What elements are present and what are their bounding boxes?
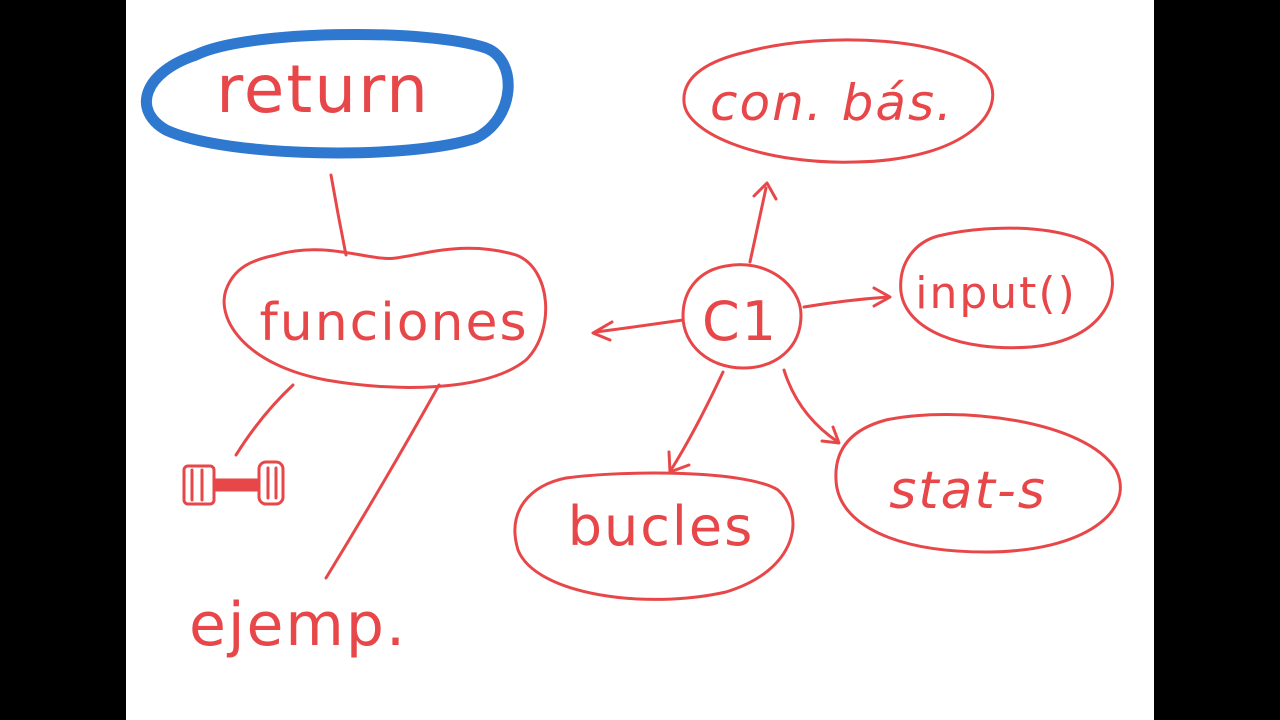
node-conbas-label: con. bás. [710, 74, 954, 132]
node-funciones-label: funciones [259, 293, 528, 353]
node-c1-label: C1 [702, 290, 778, 353]
edge-funciones-ejemp [324, 383, 441, 580]
node-input-label: input() [915, 268, 1077, 319]
node-conbas-outline [682, 38, 995, 164]
whiteboard-canvas: return con. bás. input() stat-s bucles C… [126, 0, 1154, 720]
node-c1-outline [681, 263, 803, 370]
node-ejemp-label: ejemp. [189, 590, 407, 660]
node-bucles-label: bucles [568, 495, 755, 558]
edge-c1-bucles [669, 370, 725, 472]
edge-c1-funciones [594, 318, 685, 334]
edge-funciones-dumbbell [234, 383, 295, 457]
node-input-outline [899, 226, 1114, 350]
node-stats-outline [834, 412, 1122, 554]
node-bucles-outline [513, 471, 795, 601]
arrowhead-conbas [752, 181, 778, 201]
edge-c1-stats [782, 368, 840, 444]
dumbbell-icon [182, 460, 285, 506]
edge-c1-input [802, 295, 890, 309]
node-stats-label: stat-s [889, 461, 1047, 521]
arrowhead-funciones [591, 320, 614, 342]
arrowhead-stats [820, 425, 841, 445]
mind-map-diagram: return con. bás. input() stat-s bucles C… [141, 28, 1122, 660]
node-funciones-outline [222, 246, 548, 389]
node-return-outline [141, 28, 514, 159]
edge-c1-conbas [748, 186, 768, 264]
node-return-label: return [216, 51, 430, 128]
arrowhead-input [872, 286, 892, 308]
edge-funciones-return [329, 173, 348, 257]
